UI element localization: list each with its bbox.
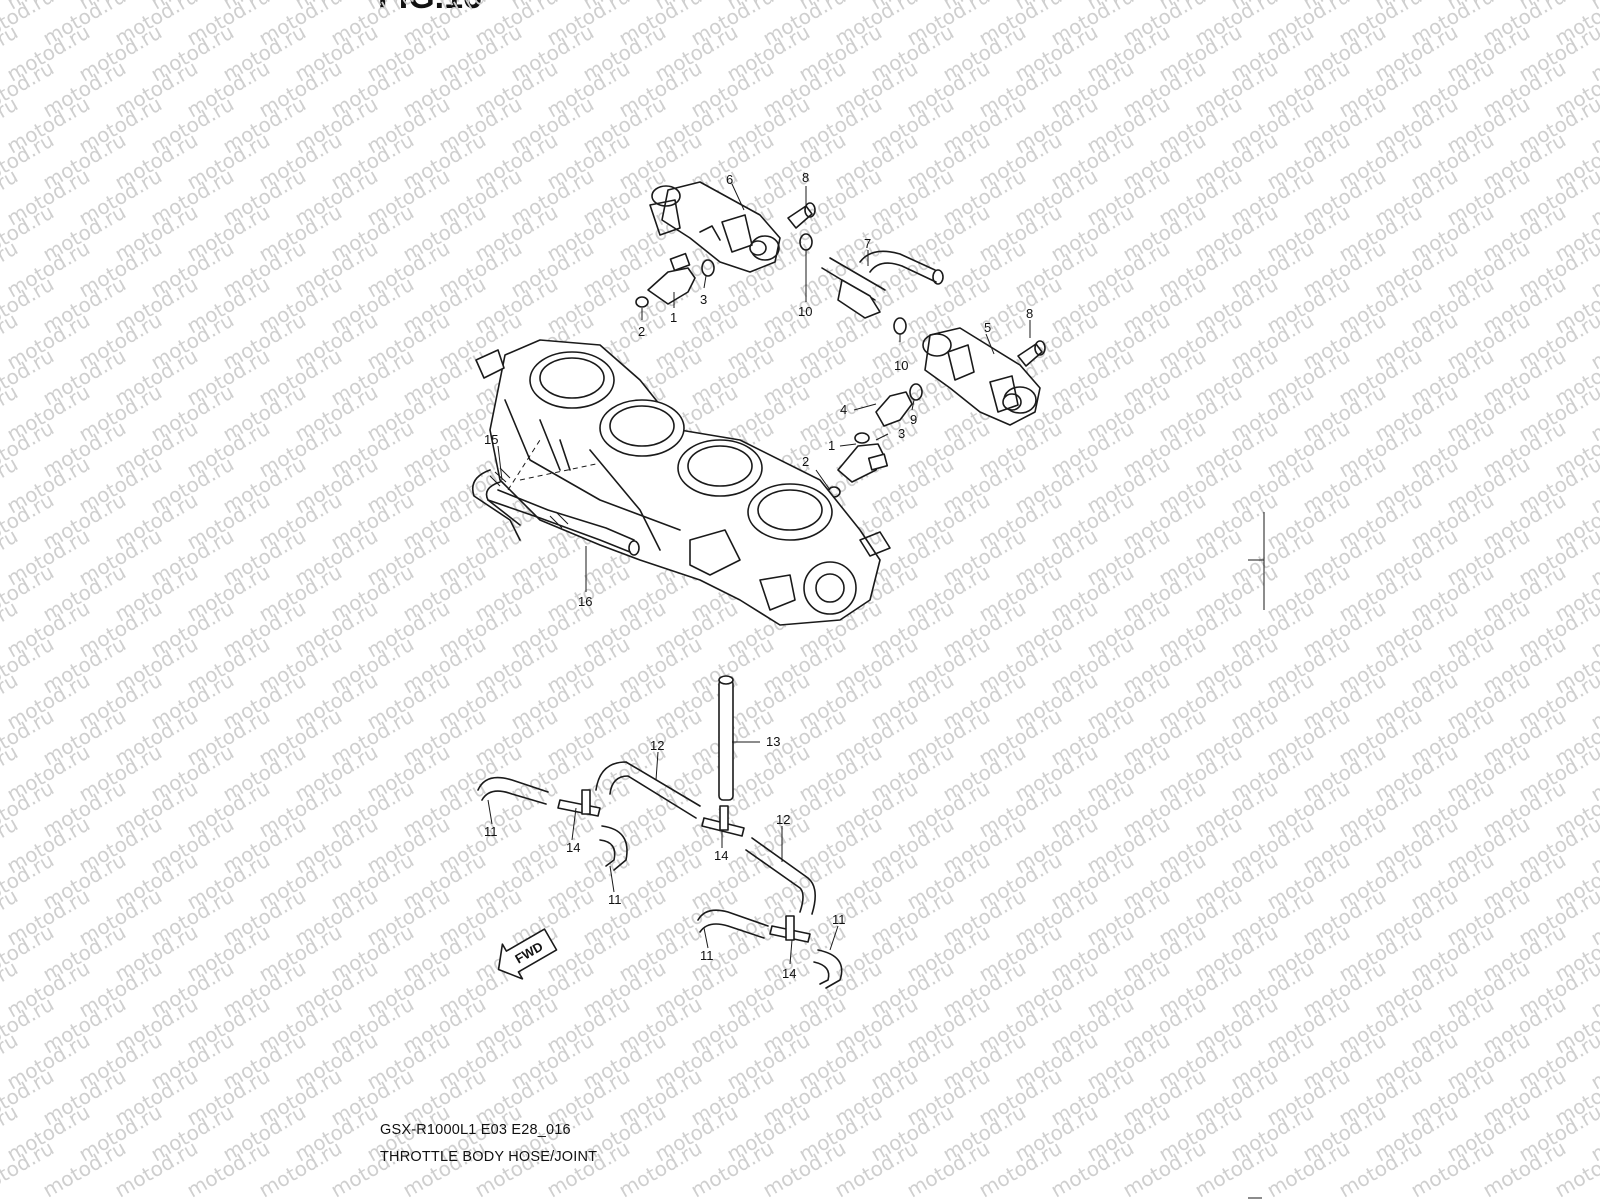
leader-lines — [487, 183, 1031, 965]
callout-7: 7 — [864, 236, 871, 251]
throttle-body — [475, 339, 891, 626]
callout-labels: 6 8 7 3 1 2 10 10 8 5 4 9 3 1 2 15 16 12… — [484, 170, 1033, 981]
callout-16: 16 — [578, 594, 592, 609]
callout-11-b: 11 — [608, 892, 622, 907]
callout-14-b: 14 — [714, 848, 728, 863]
hoses-12 — [595, 761, 816, 915]
fuel-feed-pipe — [821, 250, 944, 319]
joints-14 — [557, 789, 811, 943]
fuel-rail-upper — [649, 181, 781, 273]
callout-11: 11 — [484, 824, 498, 839]
figure-title: FIG.16 — [378, 0, 482, 17]
callout-2-b: 2 — [802, 454, 809, 469]
callout-12: 12 — [650, 738, 664, 753]
throttle-hoses-15-16 — [471, 439, 640, 556]
callout-10: 10 — [798, 304, 812, 319]
callout-14-c: 14 — [782, 966, 796, 981]
orings-and-bolts — [701, 202, 1046, 401]
callout-10-b: 10 — [894, 358, 908, 373]
callout-11-c: 11 — [832, 912, 846, 927]
callout-8-b: 8 — [1026, 306, 1033, 321]
callout-4: 4 — [840, 402, 847, 417]
callout-12-b: 12 — [776, 812, 790, 827]
fuel-rail-lower — [922, 327, 1041, 426]
callout-3: 3 — [700, 292, 707, 307]
callout-8: 8 — [802, 170, 809, 185]
hose-13 — [718, 675, 734, 801]
section-title: THROTTLE BODY HOSE/JOINT — [380, 1149, 598, 1165]
fuel-injectors — [635, 252, 889, 498]
callout-13: 13 — [766, 734, 780, 749]
callout-14: 14 — [566, 840, 580, 855]
callout-3-b: 3 — [898, 426, 905, 441]
callout-1: 1 — [670, 310, 677, 325]
hoses-11 — [477, 776, 843, 989]
callout-15: 15 — [484, 432, 498, 447]
callout-5: 5 — [984, 320, 991, 335]
map-sensor — [875, 391, 913, 427]
callout-2: 2 — [638, 324, 645, 339]
callout-9: 9 — [910, 412, 917, 427]
callout-1-b: 1 — [828, 438, 835, 453]
callout-11-d: 11 — [700, 948, 714, 963]
callout-6: 6 — [726, 172, 733, 187]
model-code: GSX-R1000L1 E03 E28_016 — [380, 1122, 571, 1138]
margin-marks — [1248, 512, 1265, 1199]
